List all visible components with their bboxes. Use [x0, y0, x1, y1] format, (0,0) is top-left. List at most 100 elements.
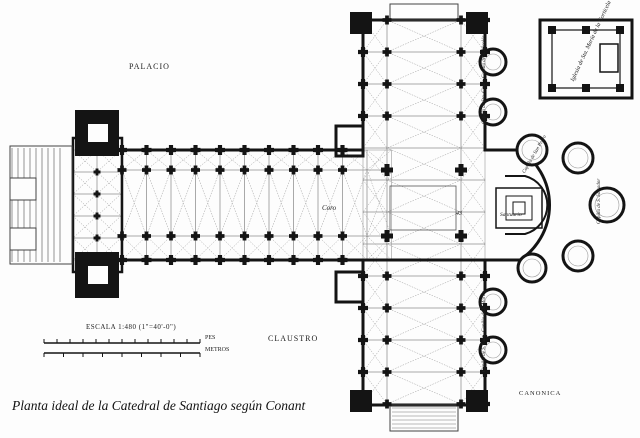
- aisle-bay: [121, 149, 147, 171]
- chapel-label: Capilla de S. Juan: [482, 335, 487, 372]
- transept-aisle-bay: [362, 179, 388, 213]
- pier: [358, 303, 368, 313]
- nave-bay: [244, 169, 270, 237]
- pier: [215, 255, 225, 265]
- pier: [358, 15, 368, 25]
- aisle-bay: [268, 149, 294, 171]
- pier: [382, 15, 392, 25]
- pier: [382, 111, 392, 121]
- nave-bay: [268, 169, 294, 237]
- nave-bay: [170, 169, 196, 237]
- pier: [264, 231, 274, 241]
- corticela-inset-plan: [538, 18, 634, 100]
- pier: [338, 231, 347, 241]
- aisle-bay: [121, 149, 147, 171]
- pier: [456, 79, 466, 89]
- narthex-wall: [71, 136, 124, 274]
- pier: [117, 165, 127, 175]
- pier: [480, 271, 490, 281]
- aisle-bay: [146, 235, 172, 261]
- pier: [480, 47, 490, 57]
- altar: [512, 201, 526, 215]
- pier: [480, 303, 490, 313]
- transept-aisle-bay: [362, 51, 388, 85]
- pier: [93, 234, 101, 242]
- aisle-bay: [219, 149, 245, 171]
- ambulatory-wall: [485, 148, 552, 262]
- narthex-bay: [96, 193, 122, 217]
- aisle-bay: [170, 149, 196, 171]
- pier: [480, 15, 490, 25]
- pier: [166, 165, 176, 175]
- pier: [455, 230, 467, 242]
- pier: [313, 145, 323, 155]
- transept-aisle-bay: [362, 83, 388, 117]
- pier: [313, 255, 323, 265]
- pier: [456, 271, 466, 281]
- inset-pier: [548, 26, 556, 34]
- pier: [93, 146, 101, 154]
- pier: [141, 145, 152, 155]
- radiating-chapel: [516, 252, 548, 284]
- pier: [313, 231, 323, 241]
- pier: [382, 303, 392, 313]
- north-portal-steps: [389, 3, 459, 21]
- pier: [382, 271, 392, 281]
- pier: [117, 145, 127, 155]
- nave-bay: [293, 169, 319, 237]
- radiating-chapel: [561, 141, 595, 175]
- transept-aisle-bay: [362, 275, 388, 309]
- pier: [337, 255, 348, 265]
- pier: [215, 231, 225, 241]
- aisle-bay: [293, 235, 319, 261]
- pier: [288, 255, 299, 265]
- inset-pier: [548, 84, 556, 92]
- pier: [166, 145, 176, 155]
- pier: [190, 145, 201, 155]
- aisle-bay: [317, 235, 343, 261]
- aisle-bay: [293, 149, 319, 171]
- pier: [93, 212, 101, 220]
- inset-pier: [616, 84, 624, 92]
- radiating-chapel: [567, 147, 589, 169]
- pier: [358, 47, 368, 57]
- aisle-bay: [317, 149, 343, 171]
- chapel-label: Capilla de Sta. Cruz: [482, 83, 487, 124]
- pier: [93, 190, 101, 198]
- pier: [382, 335, 392, 345]
- pier: [141, 255, 152, 265]
- pier: [456, 303, 466, 313]
- claustro-label: CLAUSTRO: [268, 334, 319, 343]
- nave-bay: [219, 169, 245, 237]
- pier: [358, 335, 368, 345]
- pier: [381, 230, 393, 242]
- scale-unit-feet: PES: [205, 335, 216, 341]
- aisle-bay: [293, 149, 319, 171]
- radiating-chapel: [521, 139, 543, 161]
- axial-chapel: [594, 192, 620, 218]
- transept-aisle-bay: [362, 19, 388, 53]
- aisle-bay: [317, 149, 343, 171]
- pier: [358, 79, 368, 89]
- pier: [191, 165, 200, 175]
- figure-caption: Planta ideal de la Catedral de Santiago …: [12, 398, 306, 413]
- santuario-label: Santuario: [500, 212, 522, 218]
- aisle-bay: [244, 235, 270, 261]
- chapel-label: Capilla de S. Martín: [482, 290, 487, 332]
- crossing: [389, 185, 457, 231]
- pier: [93, 168, 101, 176]
- pier: [480, 79, 490, 89]
- narthex-bay: [72, 215, 98, 239]
- pier: [117, 255, 127, 265]
- pier: [381, 164, 393, 176]
- pier: [264, 255, 274, 265]
- west-steps: [9, 145, 73, 265]
- nave-bay: [121, 169, 147, 237]
- radiating-chapel: [567, 245, 589, 267]
- pier: [337, 145, 348, 155]
- pier: [456, 47, 466, 57]
- aisle-bay: [317, 149, 343, 171]
- aisle-bay: [244, 149, 270, 171]
